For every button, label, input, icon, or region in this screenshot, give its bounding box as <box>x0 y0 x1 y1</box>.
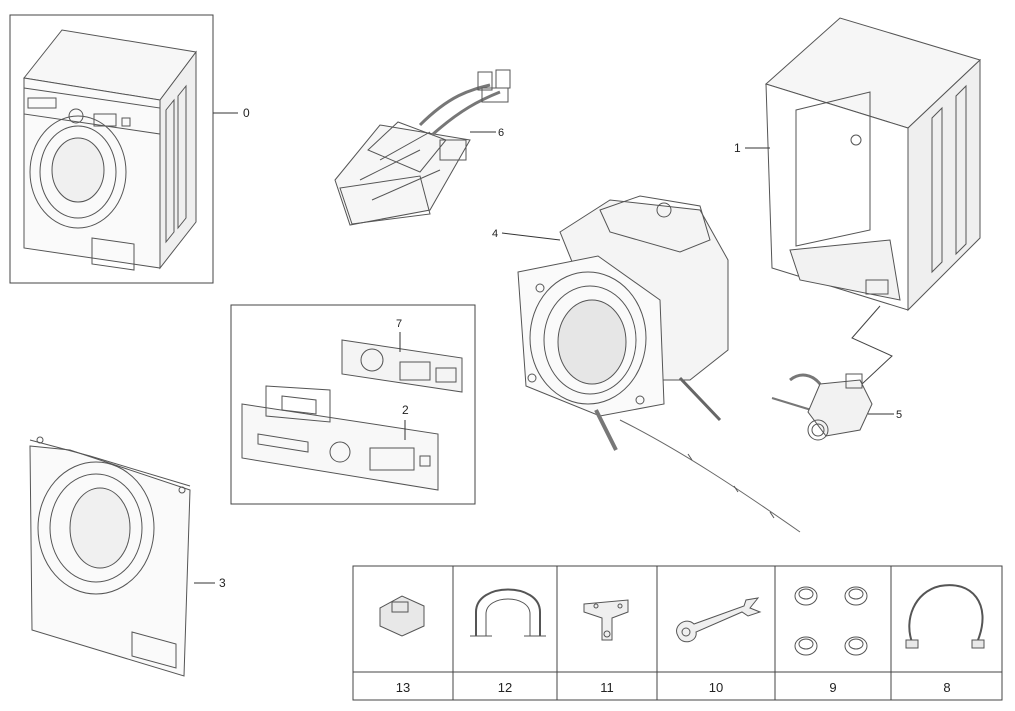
callout-label-7: 7 <box>396 318 402 330</box>
accessory-number-9: 9 <box>829 680 836 695</box>
cabinet-drawing <box>765 17 981 312</box>
control-panel-frame <box>230 304 476 505</box>
drain-pump-group: 5 <box>771 373 902 441</box>
callout-label-6: 6 <box>498 127 504 139</box>
inlet-hose-icon <box>905 584 985 649</box>
leg-cap-set-icon <box>794 586 868 656</box>
washer-complete-drawing <box>23 29 197 271</box>
washer-complete-frame <box>9 14 214 284</box>
cabinet-to-pump-connector <box>851 305 893 385</box>
accessory-number-11: 11 <box>600 680 614 695</box>
spanner-icon <box>676 597 762 643</box>
washer-complete-group: 0 <box>9 14 250 284</box>
hose-guide-icon <box>470 588 546 637</box>
callout-label-4: 4 <box>492 228 498 240</box>
cap-plate-icon <box>583 599 629 641</box>
accessory-number-13: 13 <box>396 680 410 695</box>
accessories-table: 13 12 11 10 <box>352 565 1003 701</box>
pcb-drawing <box>341 339 463 393</box>
accessory-number-10: 10 <box>709 680 723 695</box>
drain-pump-drawing <box>771 373 873 441</box>
tub-assembly-group: 4 <box>492 195 801 533</box>
control-panel-drawing <box>241 385 439 491</box>
callout-label-3: 3 <box>219 576 226 590</box>
tub-assembly-drawing <box>517 195 801 533</box>
callout-label-2: 2 <box>402 403 409 417</box>
cabinet-group: 1 <box>734 17 981 385</box>
water-valve-group: 6 <box>334 69 511 226</box>
callout-label-1: 1 <box>734 141 741 155</box>
water-valve-drawing <box>334 69 511 226</box>
control-panel-group: 7 2 <box>230 304 476 505</box>
accessory-number-8: 8 <box>943 680 950 695</box>
accessory-number-12: 12 <box>498 680 512 695</box>
callout-label-5: 5 <box>896 409 902 421</box>
front-panel-drawing <box>29 436 191 677</box>
front-panel-group: 3 <box>29 436 226 677</box>
callout-leader-4 <box>501 232 561 241</box>
callout-label-0: 0 <box>243 106 250 120</box>
bracket-clip-icon <box>379 595 425 637</box>
